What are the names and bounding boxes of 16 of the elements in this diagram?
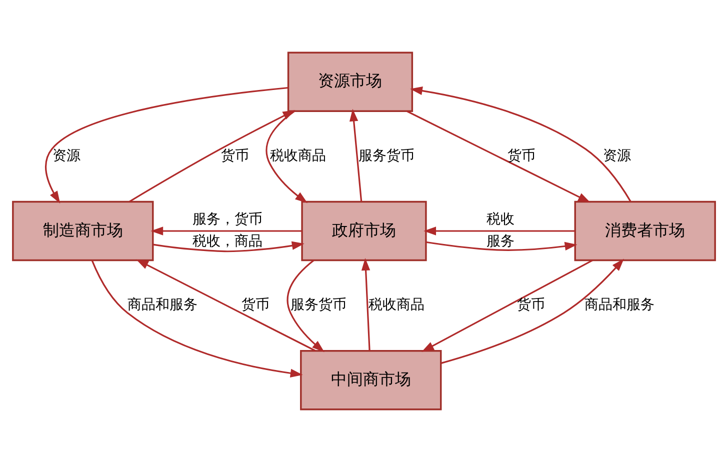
edge-label: 税收: [486, 212, 515, 228]
edge-label: 服务: [486, 233, 515, 250]
edge-label: 税收，商品: [192, 233, 262, 250]
edge-label: 货币: [508, 148, 536, 164]
edge-label: 税收商品: [270, 148, 326, 164]
edge-label: 货币: [516, 297, 545, 314]
edge-label: 税收商品: [368, 297, 425, 314]
edge-label: 商品和服务: [128, 297, 198, 314]
edge-label: 商品和服务: [584, 297, 654, 314]
edge-label: 服务货币: [290, 297, 347, 314]
edge-label: 资源: [52, 148, 80, 164]
edge-label: 货币: [242, 297, 270, 314]
edge-label: 服务，货币: [192, 212, 262, 228]
edge-label: 资源: [602, 148, 631, 164]
edge-label: 服务货币: [358, 148, 414, 164]
edge-label: 货币: [220, 148, 249, 164]
